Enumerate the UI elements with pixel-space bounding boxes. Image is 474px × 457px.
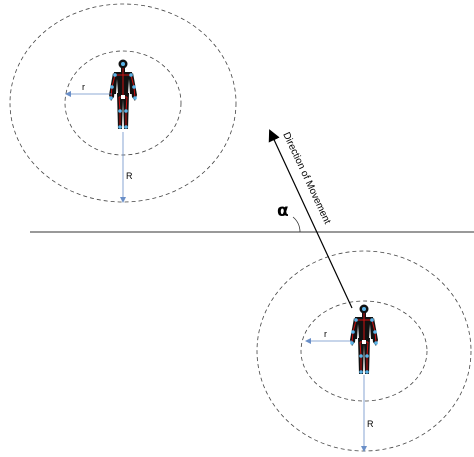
outer-radius-label: R (126, 171, 133, 181)
person-icon (350, 305, 378, 375)
outer-radius-label: R (367, 419, 374, 429)
inner-radius-label: r (82, 82, 85, 92)
angle-arc (293, 217, 300, 232)
person-icon (109, 60, 137, 130)
angle-label: α (277, 201, 289, 221)
top-agent: r R (10, 4, 236, 202)
bottom-agent: r R (257, 251, 471, 451)
inner-radius-label: r (324, 329, 327, 339)
